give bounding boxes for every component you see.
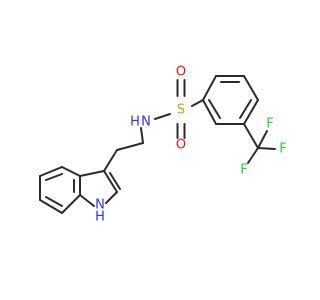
bond-ar1 (202, 75, 217, 101)
atom-n-indole: N (95, 198, 105, 213)
atom-f3: F (240, 163, 247, 178)
bond-c6-c7 (39, 199, 63, 214)
molecule-structure: O O S N H N H F F F (39, 65, 287, 225)
atom-f2: F (279, 142, 286, 157)
bond-c2-n1 (105, 191, 118, 204)
bond-ar6 (202, 99, 217, 125)
atom-h-indole: H (95, 210, 105, 225)
bond-ch2-indole (103, 149, 118, 172)
atom-o2: O (176, 138, 186, 153)
atom-n-amide: N (141, 115, 151, 130)
atom-labels: O O S N H N H F F F (95, 65, 287, 225)
bond-c3-c2 (103, 170, 118, 193)
bond-ar-inner2 (239, 99, 252, 119)
bonds (39, 75, 276, 214)
atom-o1: O (176, 65, 186, 80)
atom-s: S (177, 103, 185, 118)
bond-s-n (154, 113, 171, 120)
bond-c3-c3a (79, 170, 105, 177)
bond-n-ch2 (140, 127, 144, 144)
bond-ar-cf3 (243, 123, 259, 149)
bond-n1-c7a (79, 194, 95, 207)
bond-s-aryl (191, 99, 204, 107)
bond-ar-inner3 (208, 99, 221, 119)
bond-c-f1 (257, 130, 268, 149)
bond-c4-c5 (39, 166, 63, 177)
atom-h-amide: H (130, 115, 140, 130)
atom-f1: F (266, 117, 273, 132)
bond-c6-c7-inner (45, 196, 63, 207)
bond-c-f2 (257, 147, 276, 150)
bond-c7-c7a (61, 194, 81, 214)
bond-ar4 (243, 99, 259, 125)
bond-c3-c2-inner (109, 172, 121, 190)
bond-c-f3 (247, 147, 259, 164)
bond-c4-c5-inner (45, 173, 63, 181)
bond-ar3 (243, 75, 259, 101)
bond-ch2-ch2 (116, 142, 144, 151)
molecule-canvas: O O S N H N H F F F (39, 64, 287, 225)
bond-c3a-c4 (61, 166, 81, 177)
